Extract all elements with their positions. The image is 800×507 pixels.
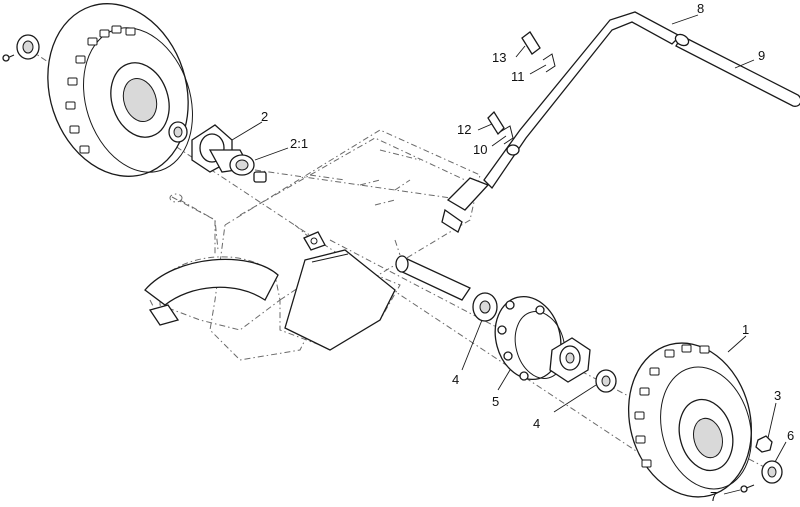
axle-shaft — [395, 255, 471, 301]
front-handlebar-phantom — [169, 193, 219, 251]
callout-9: 9 — [758, 48, 765, 63]
left-spacer — [168, 121, 188, 143]
fender-guard — [144, 258, 279, 326]
callout-5: 5 — [492, 394, 499, 409]
right-bolt — [740, 484, 755, 493]
callout-labels: 1 2 2:1 3 4 4 5 6 7 8 9 10 11 12 13 — [261, 1, 794, 504]
hair-pin-lower — [499, 125, 514, 145]
handle-assembly — [441, 11, 800, 233]
callout-12: 12 — [457, 122, 471, 137]
right-washer — [761, 460, 783, 484]
spacer-right-axle — [595, 369, 617, 393]
right-hub — [549, 337, 591, 383]
left-wheel-tire — [47, 3, 193, 177]
left-hub — [191, 124, 267, 183]
callout-7: 7 — [710, 489, 717, 504]
callout-4-upper: 4 — [452, 372, 459, 387]
callout-3: 3 — [774, 388, 781, 403]
deck-plate — [284, 249, 396, 351]
clevis-pin-lower — [487, 110, 505, 136]
callout-2-1: 2:1 — [290, 136, 308, 151]
brake-drum — [494, 295, 566, 381]
clevis-pin-upper — [521, 31, 541, 55]
callout-1: 1 — [742, 322, 749, 337]
callout-11: 11 — [511, 69, 525, 84]
callout-2: 2 — [261, 109, 268, 124]
callout-8: 8 — [697, 1, 704, 16]
hair-pin-upper — [542, 53, 556, 73]
callout-13: 13 — [492, 50, 506, 65]
right-nut — [755, 435, 773, 453]
callout-10: 10 — [473, 142, 487, 157]
right-wheel-tire — [627, 342, 753, 498]
left-washer — [16, 34, 40, 60]
left-bolt — [2, 54, 15, 62]
callout-6: 6 — [787, 428, 794, 443]
small-bracket — [303, 231, 326, 251]
leader-lines — [231, 14, 787, 495]
spacer-left-axle — [472, 292, 498, 322]
callout-4-lower: 4 — [533, 416, 540, 431]
